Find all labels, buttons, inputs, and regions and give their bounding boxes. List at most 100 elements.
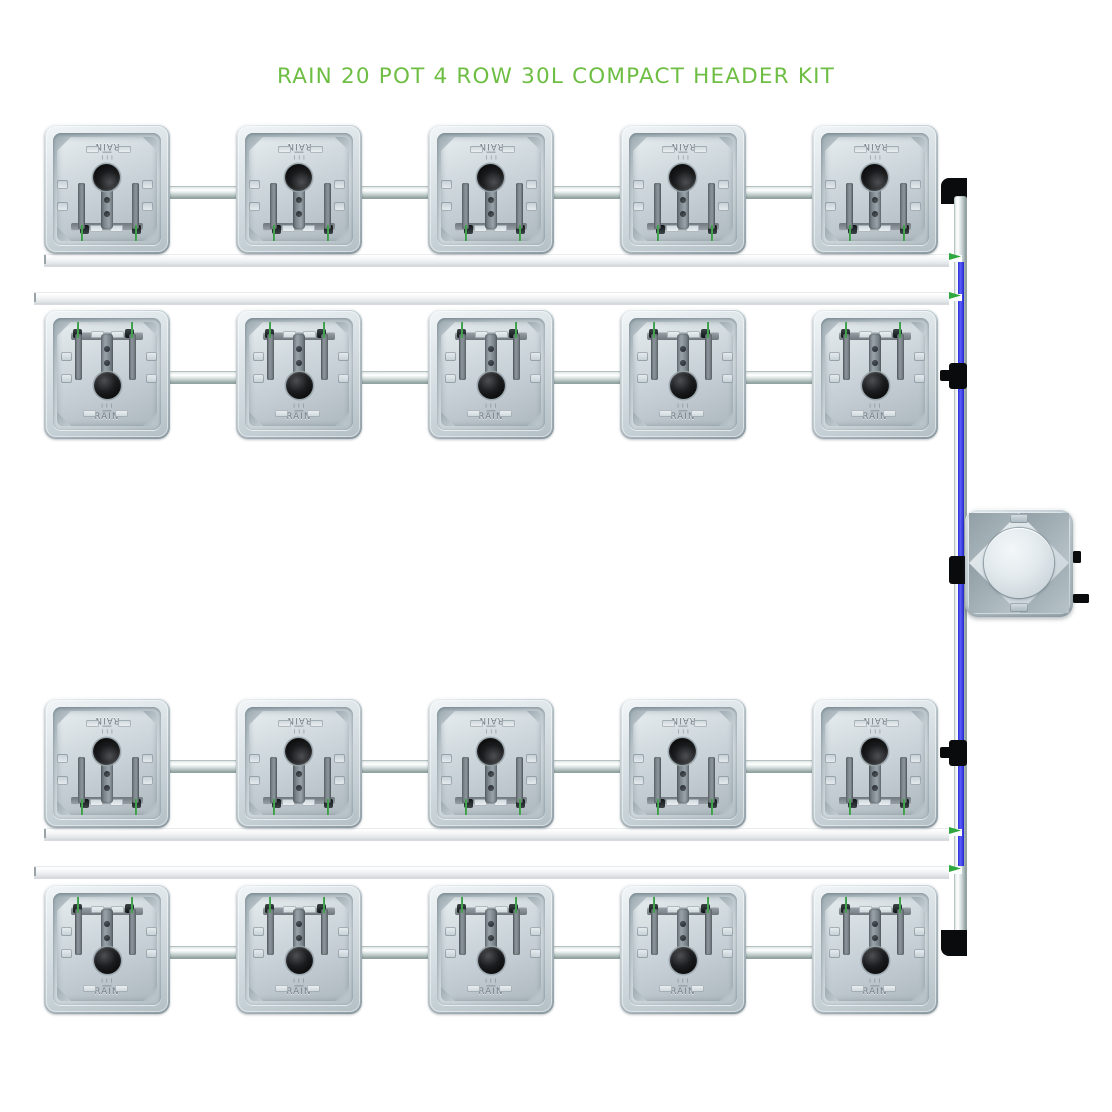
pot-brand-label: RAIN	[862, 141, 888, 151]
pot-face: ╷╷╷▁▁▁RAIN	[57, 137, 157, 241]
spray-glyph-icon: ╷╷╷▁▁▁	[291, 975, 307, 987]
drip-tube	[322, 897, 326, 913]
drip-rail-row-1	[44, 254, 949, 267]
tap-row-1-icon[interactable]	[949, 253, 961, 260]
reservoir-lid[interactable]	[984, 528, 1054, 598]
foot-slot	[499, 410, 512, 417]
overflow-stem	[869, 334, 881, 378]
pot-face: ╷╷╷▁▁▁RAIN	[441, 322, 541, 426]
tap-row-3-icon[interactable]	[949, 827, 961, 834]
pot[interactable]: ╷╷╷▁▁▁RAIN	[44, 698, 170, 828]
pot[interactable]: ╷╷╷▁▁▁RAIN	[812, 309, 938, 439]
foot-slot	[694, 146, 707, 153]
dripper-fitting-icon	[125, 329, 134, 338]
pot-interior: ╷╷╷▁▁▁RAIN	[825, 137, 925, 241]
spray-glyph-icon: ╷╷╷▁▁▁	[99, 975, 115, 987]
overflow-stem	[101, 909, 113, 953]
foot-slot	[467, 985, 480, 992]
pot-face: ╷╷╷▁▁▁RAIN	[57, 322, 157, 426]
pot-face: ╷╷╷▁▁▁RAIN	[633, 897, 733, 1001]
pot[interactable]: ╷╷╷▁▁▁RAIN	[236, 698, 362, 828]
pot-interior: ╷╷╷▁▁▁RAIN	[441, 711, 541, 815]
drain-hole	[93, 738, 121, 765]
drain-hole	[285, 164, 313, 191]
standpipe-guide	[897, 334, 904, 380]
side-clip	[338, 374, 349, 383]
overflow-stem	[869, 185, 881, 229]
reservoir-tab-bottom	[1010, 603, 1028, 612]
pot-brand-label: RAIN	[286, 141, 312, 151]
pot[interactable]: ╷╷╷▁▁▁RAIN	[428, 124, 554, 254]
pot-brand-label: RAIN	[670, 412, 696, 422]
side-clip	[718, 776, 729, 785]
vent-slot	[111, 330, 124, 338]
tee-stub-lower	[940, 747, 952, 758]
overflow-stem	[101, 185, 113, 229]
overflow-stem	[677, 185, 689, 229]
pot-interior: ╷╷╷▁▁▁RAIN	[825, 322, 925, 426]
pot-face: ╷╷╷▁▁▁RAIN	[441, 137, 541, 241]
foot-slot	[691, 410, 704, 417]
pot-face: ╷╷╷▁▁▁RAIN	[633, 137, 733, 241]
pot[interactable]: ╷╷╷▁▁▁RAIN	[620, 124, 746, 254]
pot[interactable]: ╷╷╷▁▁▁RAIN	[620, 884, 746, 1014]
drip-tube	[268, 897, 272, 913]
pot[interactable]: ╷╷╷▁▁▁RAIN	[44, 884, 170, 1014]
pot[interactable]: ╷╷╷▁▁▁RAIN	[812, 698, 938, 828]
pot-interior: ╷╷╷▁▁▁RAIN	[825, 897, 925, 1001]
vent-slot	[859, 330, 872, 338]
overflow-stem	[677, 759, 689, 803]
standpipe-guide	[129, 334, 136, 380]
pot[interactable]: ╷╷╷▁▁▁RAIN	[44, 124, 170, 254]
foot-slot	[851, 410, 864, 417]
pot-interior: ╷╷╷▁▁▁RAIN	[57, 897, 157, 1001]
pot[interactable]: ╷╷╷▁▁▁RAIN	[812, 884, 938, 1014]
drain-hole	[477, 164, 505, 191]
drip-tube	[76, 897, 80, 913]
side-clip	[61, 927, 72, 936]
side-clip	[718, 180, 729, 189]
pot-face: ╷╷╷▁▁▁RAIN	[825, 897, 925, 1001]
spray-glyph-icon: ╷╷╷▁▁▁	[867, 400, 883, 412]
foot-slot	[854, 146, 867, 153]
tap-row-2-icon[interactable]	[949, 292, 961, 299]
pot[interactable]: ╷╷╷▁▁▁RAIN	[236, 884, 362, 1014]
overflow-stem	[869, 909, 881, 953]
pot[interactable]: ╷╷╷▁▁▁RAIN	[236, 124, 362, 254]
overflow-stem	[293, 909, 305, 953]
pot-interior: ╷╷╷▁▁▁RAIN	[633, 711, 733, 815]
side-clip	[441, 776, 452, 785]
pot[interactable]: ╷╷╷▁▁▁RAIN	[428, 309, 554, 439]
standpipe-guide	[132, 183, 139, 229]
vent-slot	[495, 330, 508, 338]
pot-interior: ╷╷╷▁▁▁RAIN	[57, 711, 157, 815]
pot[interactable]: ╷╷╷▁▁▁RAIN	[236, 309, 362, 439]
side-clip	[825, 180, 836, 189]
pot[interactable]: ╷╷╷▁▁▁RAIN	[620, 698, 746, 828]
reservoir[interactable]	[965, 509, 1073, 617]
side-clip	[253, 352, 264, 361]
pot-face: ╷╷╷▁▁▁RAIN	[441, 711, 541, 815]
pot[interactable]: ╷╷╷▁▁▁RAIN	[620, 309, 746, 439]
side-clip	[829, 949, 840, 958]
spray-glyph-icon: ╷╷╷▁▁▁	[483, 151, 499, 163]
standpipe-guide	[900, 757, 907, 803]
spray-glyph-icon: ╷╷╷▁▁▁	[675, 151, 691, 163]
pot[interactable]: ╷╷╷▁▁▁RAIN	[812, 124, 938, 254]
pot[interactable]: ╷╷╷▁▁▁RAIN	[428, 698, 554, 828]
spray-glyph-icon: ╷╷╷▁▁▁	[483, 725, 499, 737]
tap-row-4-icon[interactable]	[949, 865, 961, 872]
side-clip	[637, 352, 648, 361]
pot[interactable]: ╷╷╷▁▁▁RAIN	[44, 309, 170, 439]
coupling-row-2	[954, 294, 962, 301]
vent-slot	[495, 905, 508, 913]
overflow-stem	[101, 334, 113, 378]
drain-hole	[861, 164, 889, 191]
foot-slot	[659, 410, 672, 417]
side-clip	[633, 754, 644, 763]
drain-hole	[669, 164, 697, 191]
pot[interactable]: ╷╷╷▁▁▁RAIN	[428, 884, 554, 1014]
overflow-stem	[293, 334, 305, 378]
drip-tube	[514, 322, 518, 338]
drip-tube	[272, 225, 276, 241]
